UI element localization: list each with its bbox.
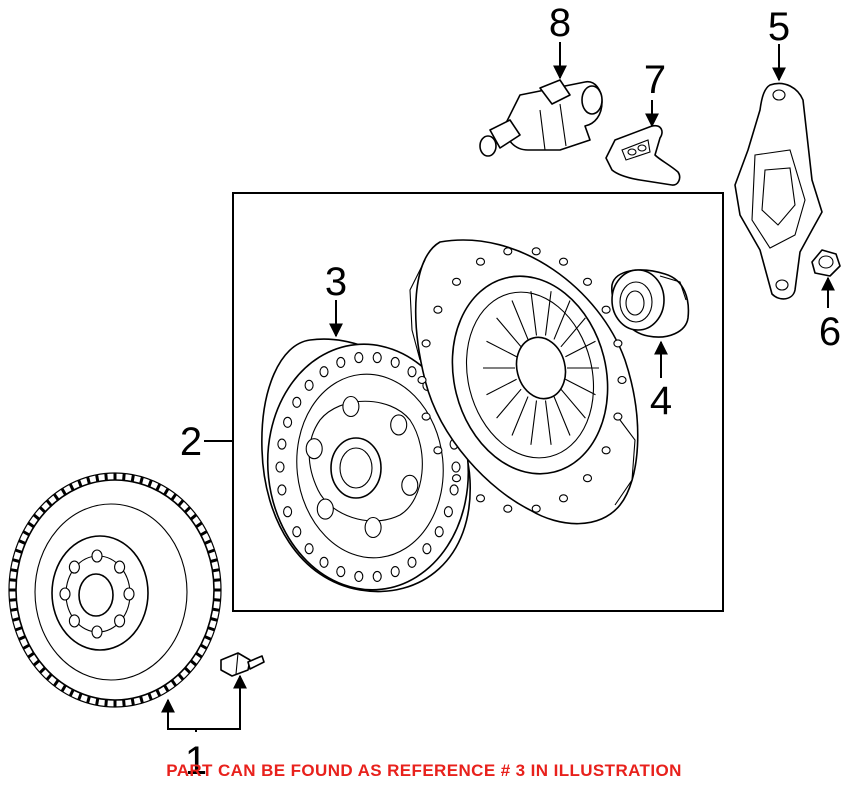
callout-2: 2: [180, 420, 202, 464]
clutch-kit-frame: [232, 192, 724, 612]
reference-note: PART CAN BE FOUND AS REFERENCE # 3 IN IL…: [166, 761, 682, 780]
callout-4: 4: [650, 379, 672, 423]
pressure-plate-icon: [409, 239, 639, 525]
retaining-clip-icon: [605, 124, 681, 186]
flywheel-bolt-icon: [220, 652, 265, 677]
leader-lines: [161, 42, 835, 732]
callout-8: 8: [549, 1, 571, 45]
callout-3: 3: [325, 260, 347, 304]
callout-5: 5: [768, 5, 790, 49]
release-bearing-icon: [611, 269, 690, 338]
callout-6: 6: [819, 310, 841, 354]
clutch-disc-icon: [261, 338, 471, 593]
flywheel-icon: [8, 472, 222, 708]
callout-7: 7: [644, 58, 666, 102]
callout-1: 1: [185, 739, 207, 783]
pivot-bolt-icon: [811, 249, 841, 277]
release-fork-icon: [734, 82, 823, 300]
slave-cylinder-icon: [479, 79, 603, 157]
